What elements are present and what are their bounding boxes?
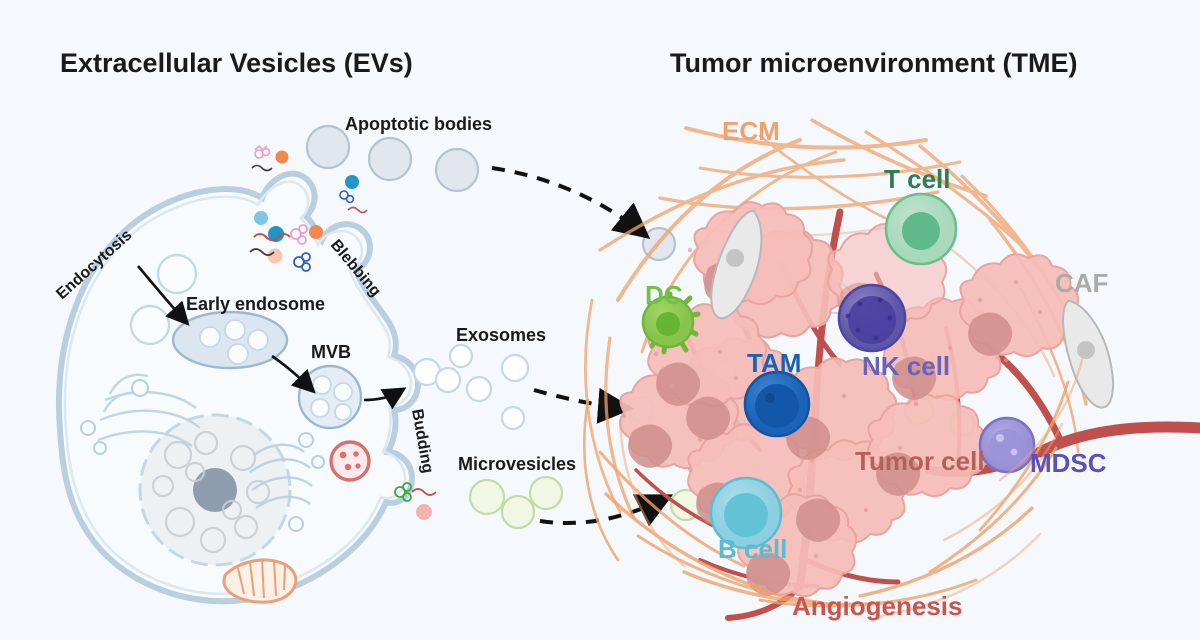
arrow-apoptotic-to-tme xyxy=(491,166,651,240)
tam-cell xyxy=(743,370,811,438)
label-early-endosome: Early endosome xyxy=(186,294,325,314)
er-vesicles xyxy=(80,379,149,455)
label-ecm: ECM xyxy=(722,116,780,146)
mdsc-cell xyxy=(978,416,1036,474)
internal-arrows xyxy=(137,265,407,410)
golgi xyxy=(249,443,313,509)
panel-title-right: Tumor microenvironment (TME) xyxy=(670,48,1078,78)
golgi-vesicles xyxy=(288,432,325,532)
budding-cargo xyxy=(394,482,437,520)
label-nk-cell: NK cell xyxy=(862,351,950,381)
nk-cell xyxy=(837,283,907,353)
tme-label-group: ECM T cell CAF DC TAM NK cell MDSC Tumor… xyxy=(645,116,1108,621)
bleb-cargo-1 xyxy=(251,144,289,172)
label-tumor-cell: Tumor cell xyxy=(855,446,985,476)
label-b-cell: B cell xyxy=(718,534,787,564)
b-cell xyxy=(709,476,783,550)
cytoplasmic-cargo xyxy=(249,211,323,272)
rough-er xyxy=(97,373,201,447)
mvb xyxy=(297,364,363,430)
arrow-mvb-to-membrane xyxy=(363,387,407,410)
lysosome xyxy=(329,440,371,482)
label-mvb: MVB xyxy=(311,342,351,362)
panel-title-left: Extracellular Vesicles (EVs) xyxy=(60,48,413,78)
tme-group xyxy=(583,118,1200,621)
bleb-cargo-2 xyxy=(339,175,368,214)
arrow-endosome-to-mvb xyxy=(271,354,316,394)
arrow-exosome-to-tme xyxy=(533,387,634,424)
label-apoptotic-bodies: Apoptotic bodies xyxy=(345,114,492,134)
label-exosomes: Exosomes xyxy=(456,325,546,345)
endocytic-vesicles xyxy=(129,253,198,346)
t-cell xyxy=(884,192,958,266)
nucleus xyxy=(138,413,292,567)
nucleolus xyxy=(193,468,237,512)
caf-cells xyxy=(710,209,1115,409)
label-dc: DC xyxy=(645,280,683,310)
label-caf: CAF xyxy=(1055,268,1108,298)
label-t-cell: T cell xyxy=(884,164,950,194)
label-mdsc: MDSC xyxy=(1030,448,1107,478)
label-microvesicles: Microvesicles xyxy=(458,454,576,474)
mitochondrion xyxy=(222,558,298,604)
label-angiogenesis: Angiogenesis xyxy=(792,591,962,621)
connector-arrows xyxy=(491,166,674,527)
early-endosome xyxy=(171,310,289,370)
arrow-endocytosis-to-endosome xyxy=(137,265,190,326)
arrow-microvesicle-to-tme xyxy=(539,494,674,527)
label-tam: TAM xyxy=(747,348,801,378)
dc-cell xyxy=(641,291,701,355)
ecm-fibers-front xyxy=(583,358,1084,618)
